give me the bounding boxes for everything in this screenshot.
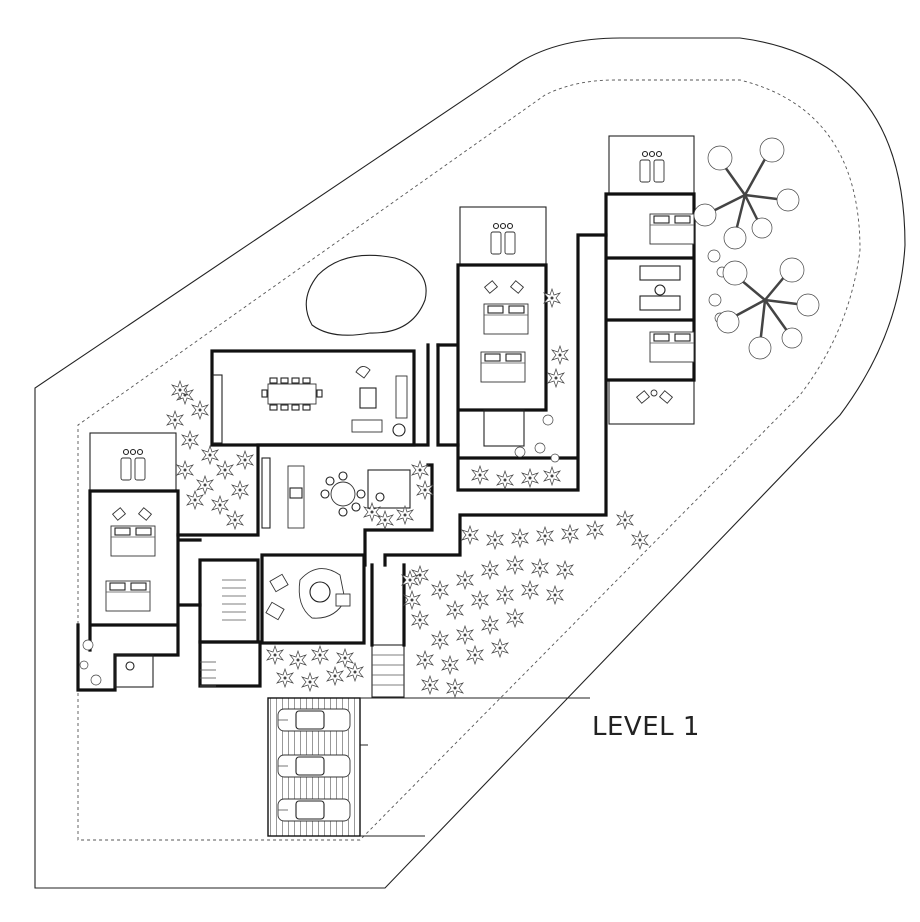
left-bed-2 [105,580,151,612]
pool [305,254,427,336]
side-table [392,423,406,437]
dining-table [267,383,317,405]
car-3 [277,798,351,822]
left-bed [110,525,156,557]
armchair [351,419,383,433]
left-bathroom [114,654,154,688]
lounge-chairs [265,573,351,621]
tree-upper [693,137,800,250]
piano-icon [355,366,371,379]
lounge-table [309,581,331,603]
entry-walls [370,563,406,647]
car-1 [277,708,351,732]
entry-stair-treads [372,654,404,686]
right-terrace-bottom-chairs [635,389,674,404]
middle-wing-walls [436,233,608,492]
powder-basin [375,492,385,502]
left-terrace-loungers [120,448,146,481]
middle-terrace [459,206,547,266]
round-table [330,481,356,507]
right-bed-bottom [649,331,695,363]
service-stairs [200,661,216,687]
lounge-sofa [298,568,346,619]
dining-chairs [261,377,323,411]
middle-bathroom [483,409,525,447]
service-room [198,640,262,688]
kitchen-island [287,465,305,529]
right-wing-walls [383,192,696,567]
middle-terrace-loungers [490,222,516,255]
round-chairs [320,471,366,517]
coffee-table [359,387,377,409]
garage-driveway-lines [360,697,590,837]
car-2 [277,754,351,778]
lounge [260,553,366,645]
left-bedroom-chairs [111,507,153,521]
site-boundary [34,37,906,889]
right-terrace-bottom [608,379,695,425]
left-wing-walls [76,489,202,692]
central-hall-walls [176,343,460,567]
right-terrace-top-loungers [639,150,665,183]
setback-line [77,79,861,841]
sofa [395,375,408,419]
middle-bed-2 [480,351,526,383]
powder-room [367,469,411,509]
entry-stair [371,644,405,698]
tree-lower [716,257,820,360]
right-terrace-top [608,135,695,195]
kitchen-counter [212,374,223,444]
middle-bedroom-chairs [483,280,525,294]
level-label: LEVEL 1 [592,712,700,742]
stair-treads [222,579,246,621]
stair-core [198,558,260,644]
right-bath-fixtures [639,265,681,311]
right-bed-top [649,213,695,245]
left-bath-stones [79,639,102,686]
kitchen-appliances [261,457,303,529]
middle-bed [483,303,529,335]
left-terrace [89,432,177,492]
middle-bath-stones [514,414,560,463]
left-bath-basin [125,661,135,671]
